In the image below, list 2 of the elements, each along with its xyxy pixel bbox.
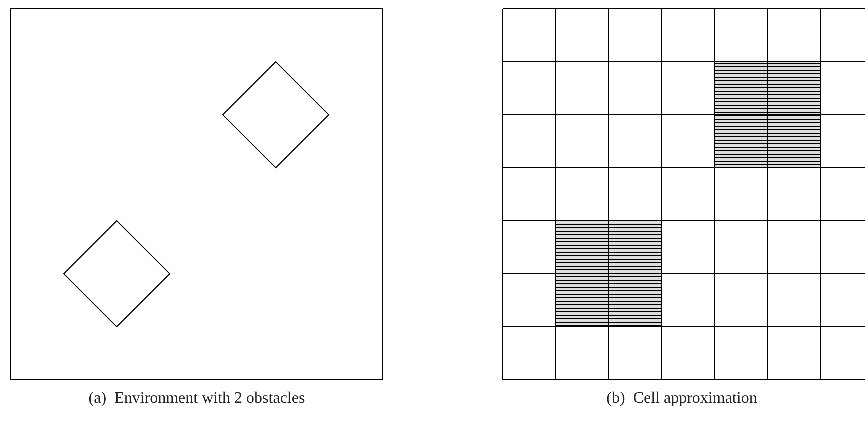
figure-caption: (b) Cell approximation <box>606 390 758 408</box>
figure-caption: (a) Environment with 2 obstacles <box>88 390 306 408</box>
